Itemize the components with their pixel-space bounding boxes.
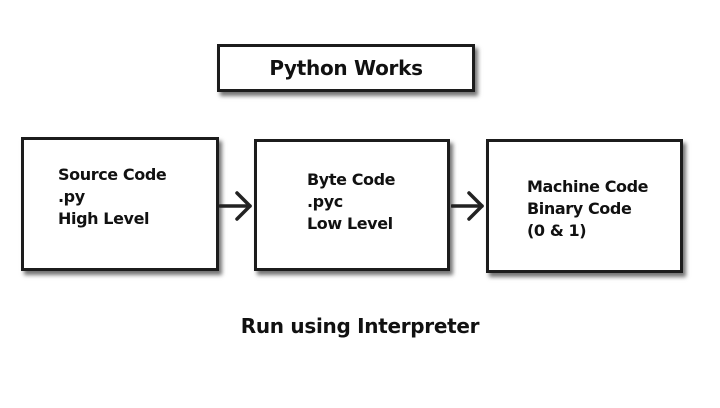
stage-detail: (0 & 1) [527,221,587,240]
right-arrow-icon [219,191,252,221]
right-arrow-icon [451,191,484,221]
stage-subtitle: Binary Code [527,199,632,218]
byte-code-box: Byte Code .pyc Low Level [254,139,450,271]
diagram-title: Python Works [269,56,423,80]
stage-label: Source Code [58,165,167,184]
stage-level: High Level [58,209,150,228]
title-box: Python Works [217,44,475,92]
stage-extension: .py [58,187,85,206]
arrow-head [235,191,252,221]
arrow-head [467,191,484,221]
stage-extension: .pyc [307,192,343,211]
stage-label: Machine Code [527,177,649,196]
source-code-box: Source Code .py High Level [21,137,219,271]
stage-label: Byte Code [307,170,396,189]
stage-level: Low Level [307,214,393,233]
footer-caption: Run using Interpreter [240,314,480,338]
machine-code-box: Machine Code Binary Code (0 & 1) [486,139,683,273]
